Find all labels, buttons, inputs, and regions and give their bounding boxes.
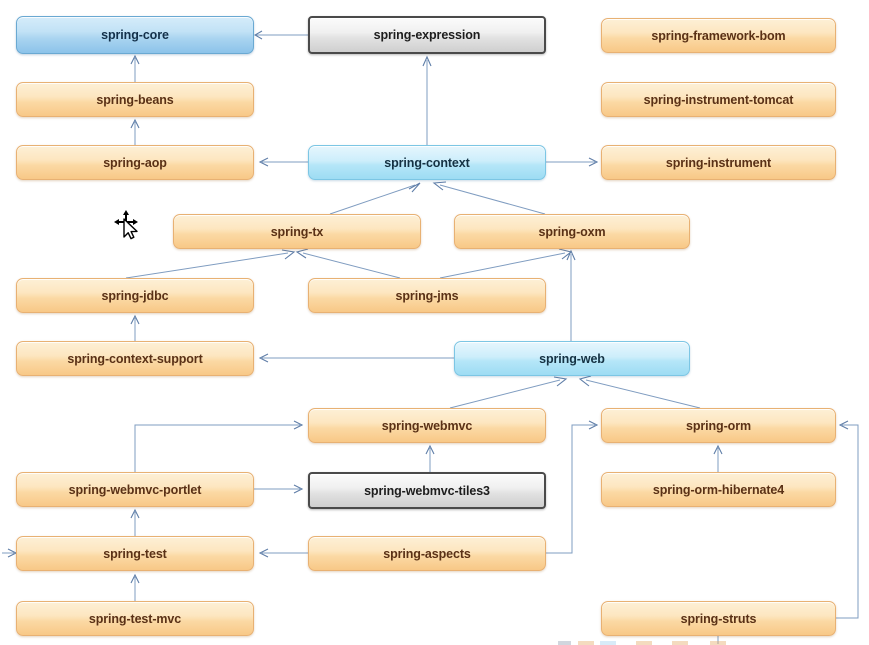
node-spring-orm-hibernate4[interactable]: spring-orm-hibernate4	[601, 472, 836, 507]
node-spring-tx[interactable]: spring-tx	[173, 214, 421, 249]
move-cursor	[114, 210, 138, 240]
node-spring-struts[interactable]: spring-struts	[601, 601, 836, 636]
node-spring-aspects[interactable]: spring-aspects	[308, 536, 546, 571]
node-spring-expression[interactable]: spring-expression	[308, 16, 546, 54]
node-spring-core[interactable]: spring-core	[16, 16, 254, 54]
node-spring-beans[interactable]: spring-beans	[16, 82, 254, 117]
node-spring-webmvc-portlet[interactable]: spring-webmvc-portlet	[16, 472, 254, 507]
node-spring-jms[interactable]: spring-jms	[308, 278, 546, 313]
node-spring-web[interactable]: spring-web	[454, 341, 690, 376]
node-spring-test[interactable]: spring-test	[16, 536, 254, 571]
clipped-legend-strip	[558, 641, 726, 645]
node-spring-aop[interactable]: spring-aop	[16, 145, 254, 180]
node-spring-instrument[interactable]: spring-instrument	[601, 145, 836, 180]
node-spring-context-support[interactable]: spring-context-support	[16, 341, 254, 376]
node-spring-test-mvc[interactable]: spring-test-mvc	[16, 601, 254, 636]
node-spring-webmvc-tiles3[interactable]: spring-webmvc-tiles3	[308, 472, 546, 509]
node-spring-oxm[interactable]: spring-oxm	[454, 214, 690, 249]
node-spring-instrument-tomcat[interactable]: spring-instrument-tomcat	[601, 82, 836, 117]
node-spring-webmvc[interactable]: spring-webmvc	[308, 408, 546, 443]
node-spring-orm[interactable]: spring-orm	[601, 408, 836, 443]
node-spring-context[interactable]: spring-context	[308, 145, 546, 180]
node-spring-jdbc[interactable]: spring-jdbc	[16, 278, 254, 313]
node-spring-framework-bom[interactable]: spring-framework-bom	[601, 18, 836, 53]
